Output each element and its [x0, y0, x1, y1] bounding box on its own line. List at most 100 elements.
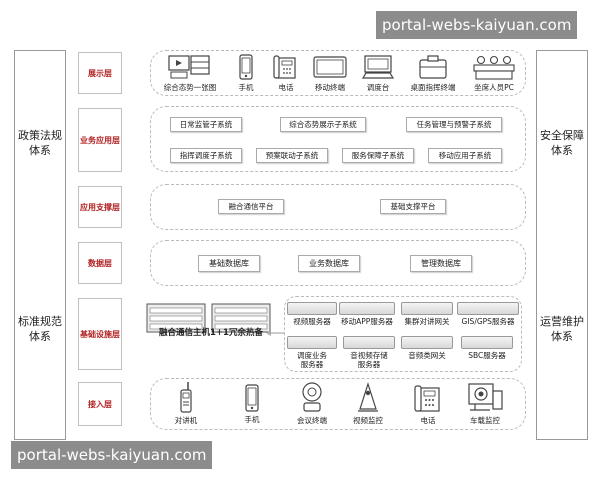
- access-device-label: 车载监控: [470, 416, 500, 425]
- display-device-telephone: 电话: [268, 54, 304, 93]
- server-audio-gateway: 音频类网关: [401, 336, 453, 360]
- conference-terminal-icon: [302, 382, 322, 412]
- right-bottom-label: 运营维护 体系: [537, 314, 587, 344]
- layer-label-data: 数据层: [78, 242, 122, 284]
- data-chip: 管理数据库: [410, 255, 472, 272]
- display-device-phone: 手机: [228, 54, 264, 93]
- access-device-vehicle-surveillance: 车载监控: [460, 381, 510, 426]
- telephone-icon: [273, 55, 296, 79]
- business-chip: 日常监管子系统: [170, 117, 242, 132]
- left-bottom-line-2: 体系: [29, 330, 51, 343]
- display-device-label: 坐席人员PC: [474, 83, 514, 92]
- access-device-phone: 手机: [234, 384, 270, 425]
- server-mobile-app: 移动APP服务器: [339, 302, 395, 326]
- left-top-line-1: 政策法规: [18, 129, 62, 142]
- left-bottom-line-1: 标准规范: [18, 315, 62, 328]
- server-box-icon: [461, 336, 513, 349]
- right-bottom-line-1: 运营维护: [540, 315, 584, 328]
- server-label: 音频类网关: [408, 351, 446, 360]
- server-label: 视频服务器: [293, 317, 331, 326]
- video-surveillance-icon: [358, 382, 378, 412]
- display-device-seat-pc: 坐席人员PC: [466, 54, 522, 93]
- support-chip: 基础支撑平台: [380, 199, 446, 214]
- display-device-desktop-terminal: 桌面指挥终端: [404, 54, 462, 93]
- access-device-label: 电话: [420, 416, 436, 425]
- support-chip: 融合通信平台: [218, 199, 284, 214]
- mobile-terminal-icon: [313, 56, 347, 78]
- server-cluster-gateway: 集群对讲网关: [401, 302, 453, 326]
- business-chip: 预案联动子系统: [256, 148, 328, 163]
- layer-label-support: 应用支撑层: [78, 186, 122, 228]
- right-side-panel: 安全保障 体系 运营维护 体系: [536, 50, 588, 440]
- host-caption: 融合通信主机1+1冗余热备: [159, 328, 263, 338]
- layer-box-support: [150, 184, 526, 230]
- access-device-label: 视频监控: [353, 416, 383, 425]
- host-server-group: [146, 302, 272, 354]
- business-chip: 综合态势展示子系统: [280, 117, 366, 132]
- display-device-large-screen: 综合态势一张图: [158, 54, 222, 93]
- access-device-label: 对讲机: [174, 416, 198, 425]
- watermark-bottom: portal-webs-kaiyuan.com: [11, 441, 213, 469]
- display-device-label: 调度台: [366, 83, 390, 92]
- server-label-line: 调度业务: [297, 351, 327, 360]
- display-device-label: 移动终端: [315, 83, 345, 92]
- mobile-phone-icon: [239, 54, 253, 80]
- access-device-video-surveillance: 视频监控: [346, 381, 390, 426]
- left-bottom-label: 标准规范 体系: [15, 314, 65, 344]
- access-device-conference: 会议终端: [290, 381, 334, 426]
- right-top-line-2: 体系: [551, 144, 573, 157]
- display-device-dispatch-console: 调度台: [356, 54, 400, 93]
- access-device-label: 手机: [244, 415, 260, 424]
- business-chip: 移动应用子系统: [428, 148, 502, 163]
- right-top-line-1: 安全保障: [540, 129, 584, 142]
- layer-label-display: 展示层: [78, 52, 122, 94]
- server-box-icon: [401, 302, 453, 315]
- server-label-line: 服务器: [300, 360, 324, 369]
- mobile-phone-icon: [245, 384, 259, 412]
- desktop-command-terminal-icon: [419, 55, 447, 79]
- rack-server-icon: [146, 303, 271, 333]
- seat-pc-icon: [473, 55, 515, 80]
- server-sbc: SBC服务器: [461, 336, 513, 360]
- server-box-icon: [401, 336, 453, 349]
- display-device-label: 桌面指挥终端: [410, 83, 456, 92]
- server-label: GIS/GPS服务器: [461, 317, 515, 326]
- layer-box-access: [150, 378, 526, 430]
- server-box-icon: [287, 336, 337, 349]
- data-chip: 基础数据库: [198, 255, 260, 272]
- right-top-label: 安全保障 体系: [537, 128, 587, 158]
- server-label-line: 音视频存储: [350, 351, 388, 360]
- display-device-label: 电话: [278, 83, 294, 92]
- data-chip: 业务数据库: [298, 255, 360, 272]
- server-box-icon: [457, 302, 519, 315]
- server-label: 移动APP服务器: [341, 317, 393, 326]
- access-device-label: 会议终端: [297, 416, 327, 425]
- layer-label-business: 业务应用层: [78, 108, 122, 172]
- display-device-label: 手机: [238, 83, 254, 92]
- dispatch-console-icon: [361, 55, 395, 79]
- server-label: SBC服务器: [468, 351, 506, 360]
- left-side-panel: 政策法规 体系 标准规范 体系: [14, 50, 66, 440]
- access-device-telephone: 电话: [408, 383, 448, 426]
- business-chip: 服务保障子系统: [342, 148, 414, 163]
- server-video: 视频服务器: [287, 302, 337, 326]
- watermark-top: portal-webs-kaiyuan.com: [376, 11, 578, 39]
- server-dispatch: 调度业务 服务器: [287, 336, 337, 369]
- server-label: 集群对讲网关: [404, 317, 450, 326]
- server-box-icon: [343, 336, 395, 349]
- display-device-mobile-terminal: 移动终端: [308, 54, 352, 93]
- layer-label-access: 接入层: [78, 382, 122, 426]
- left-top-line-2: 体系: [29, 144, 51, 157]
- server-box-icon: [287, 302, 337, 315]
- access-device-walkie-talkie: 对讲机: [168, 381, 204, 426]
- vehicle-surveillance-icon: [468, 383, 503, 411]
- walkie-talkie-icon: [180, 382, 192, 413]
- layer-label-infrastructure: 基础设施层: [78, 298, 122, 370]
- server-box-icon: [339, 302, 395, 315]
- link-arrow: [266, 330, 284, 336]
- business-chip: 指挥调度子系统: [170, 148, 242, 163]
- display-device-label: 综合态势一张图: [163, 83, 217, 92]
- server-gis-gps: GIS/GPS服务器: [457, 302, 519, 326]
- telephone-icon: [414, 385, 440, 412]
- server-av-storage: 音视频存储 服务器: [343, 336, 395, 369]
